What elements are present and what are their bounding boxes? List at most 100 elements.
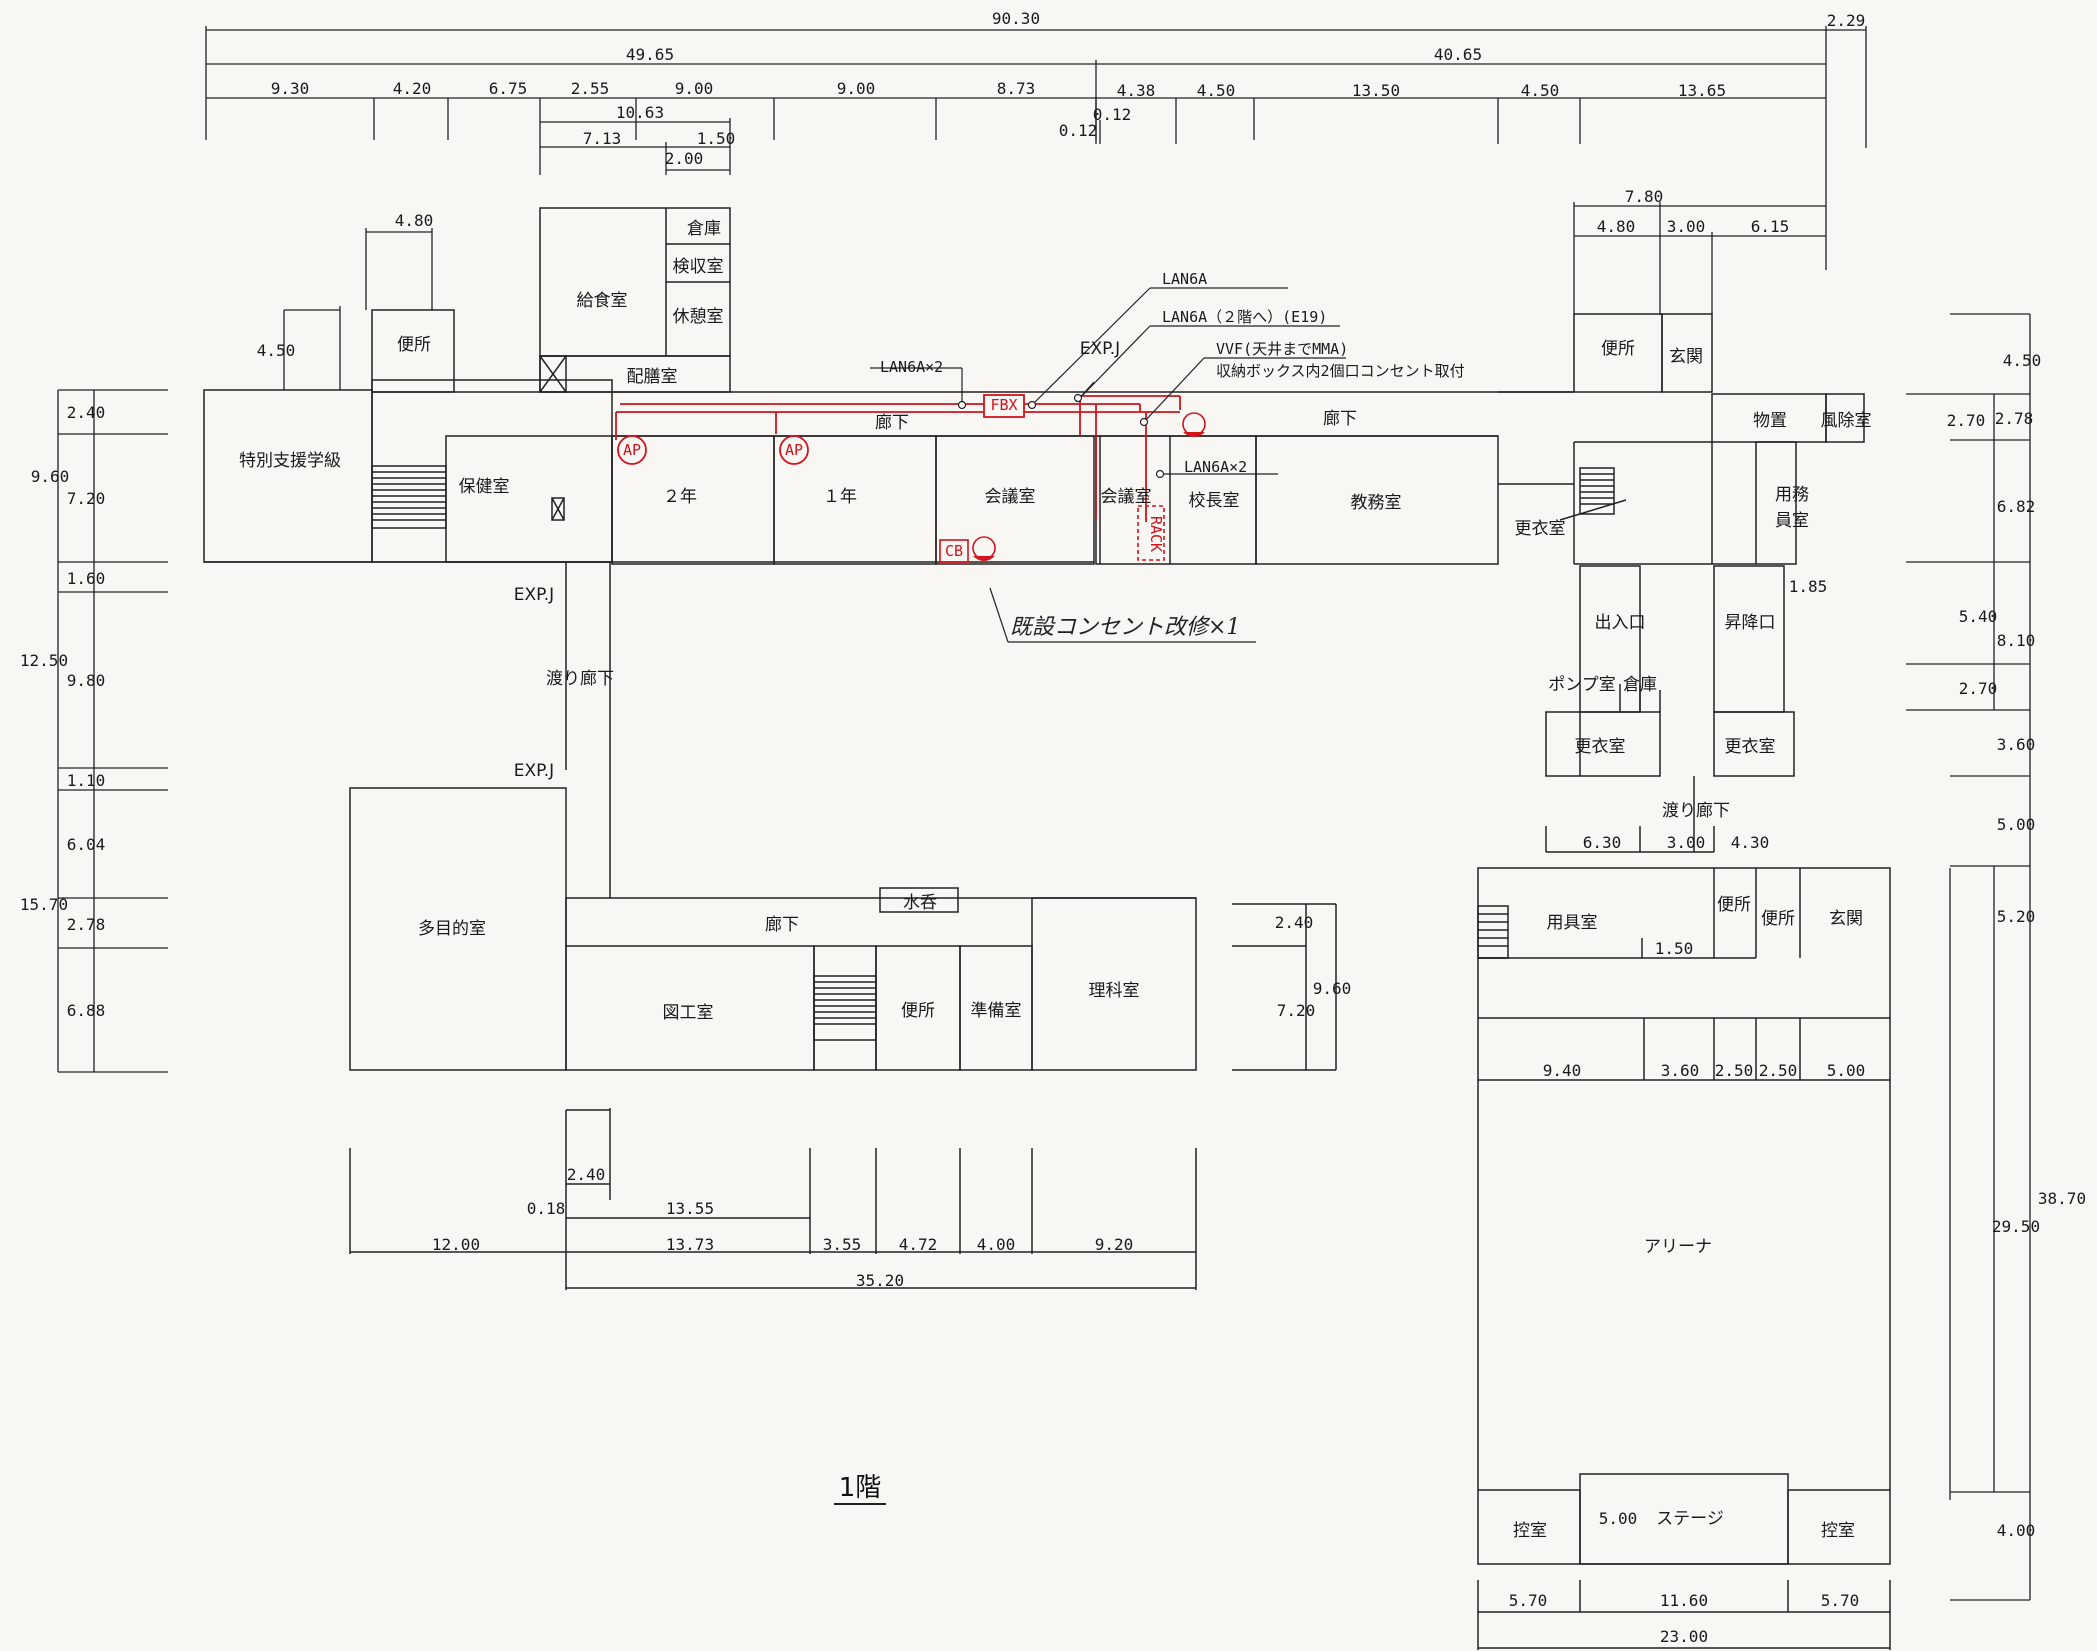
junction-dots <box>957 393 1165 479</box>
room-hoken: 保健室 <box>459 477 510 497</box>
svg-text:12.00: 12.00 <box>432 1235 480 1254</box>
note-lan6a-x2-right: LAN6A×2 <box>1184 458 1247 476</box>
svg-text:1.10: 1.10 <box>67 771 106 790</box>
svg-text:9.00: 9.00 <box>837 79 876 98</box>
room-kyushoku: 給食室 <box>577 291 628 311</box>
room-tokubetsu: 特別支援学級 <box>239 451 341 471</box>
network-wiring <box>615 395 1181 522</box>
svg-text:7.13: 7.13 <box>583 129 622 148</box>
svg-text:2.50: 2.50 <box>1715 1061 1754 1080</box>
svg-text:3.00: 3.00 <box>1667 217 1706 236</box>
svg-text:6.15: 6.15 <box>1751 217 1790 236</box>
room-kaigi1: 会議室 <box>985 487 1036 507</box>
svg-text:35.20: 35.20 <box>856 1271 904 1290</box>
svg-text:AP: AP <box>785 441 803 459</box>
svg-text:9.60: 9.60 <box>31 467 70 486</box>
outlet-symbol-icon <box>972 536 996 561</box>
svg-text:9.30: 9.30 <box>271 79 310 98</box>
room-benjo4: 便所 <box>1717 895 1751 915</box>
svg-text:5.00: 5.00 <box>1997 815 2036 834</box>
room-kyukei: 休憩室 <box>673 307 724 327</box>
svg-text:5.70: 5.70 <box>1821 1591 1860 1610</box>
svg-text:4.00: 4.00 <box>977 1235 1016 1254</box>
svg-text:2.00: 2.00 <box>665 149 704 168</box>
room-watari1: 渡り廊下 <box>546 669 614 689</box>
room-tamokuteki: 多目的室 <box>418 919 486 939</box>
room-koui3: 更衣室 <box>1725 737 1776 757</box>
svg-text:5.40: 5.40 <box>1959 607 1998 626</box>
svg-text:9.80: 9.80 <box>67 671 106 690</box>
room-roka3: 廊下 <box>765 915 799 935</box>
svg-text:9.00: 9.00 <box>675 79 714 98</box>
top-dimension-lines <box>205 26 1867 390</box>
svg-text:FBX: FBX <box>990 396 1017 414</box>
svg-text:5.70: 5.70 <box>1509 1591 1548 1610</box>
svg-text:23.00: 23.00 <box>1660 1627 1708 1646</box>
stairs-south <box>813 975 877 1041</box>
note-outlet: 収納ボックス内2個口コンセント取付 <box>1216 362 1465 380</box>
top-dimension-labels: 90.30 2.29 49.65 40.65 9.30 4.20 6.75 2.… <box>257 9 1866 360</box>
room-nen2: ２年 <box>663 487 697 507</box>
room-pump: ポンプ室 <box>1548 675 1616 695</box>
svg-text:2.40: 2.40 <box>67 403 106 422</box>
room-labels: 給食室 倉庫 検収室 休憩室 配膳室 便所 特別支援学級 保健室 ２年 １年 会… <box>239 219 1872 1541</box>
svg-text:90.30: 90.30 <box>992 9 1040 28</box>
room-hikae1: 控室 <box>1513 1521 1547 1541</box>
svg-text:6.75: 6.75 <box>489 79 528 98</box>
svg-text:4.00: 4.00 <box>1997 1521 2036 1540</box>
room-arena: アリーナ <box>1644 1237 1712 1257</box>
label-expj2: EXP.J <box>514 761 554 781</box>
note-lan6a: LAN6A <box>1162 270 1207 288</box>
ap-right-icon: AP <box>779 435 809 465</box>
room-genkan1: 玄関 <box>1669 347 1703 367</box>
svg-text:2.70: 2.70 <box>1947 411 1986 430</box>
building-walls <box>203 207 1891 1650</box>
svg-text:8.10: 8.10 <box>1997 631 2036 650</box>
cb-box-icon: CB <box>939 539 969 563</box>
svg-text:4.50: 4.50 <box>2003 351 2042 370</box>
room-benjo2: 便所 <box>1601 339 1635 359</box>
room-deiri: 出入口 <box>1595 613 1646 633</box>
svg-text:2.70: 2.70 <box>1959 679 1998 698</box>
svg-text:1.50: 1.50 <box>697 129 736 148</box>
leader-lines <box>870 287 1346 643</box>
svg-text:0.12: 0.12 <box>1093 105 1132 124</box>
room-kyomu: 教務室 <box>1351 493 1402 513</box>
svg-text:13.65: 13.65 <box>1678 81 1726 100</box>
room-yomu: 用務 <box>1775 485 1809 505</box>
svg-text:4.20: 4.20 <box>393 79 432 98</box>
room-hikae2: 控室 <box>1821 1521 1855 1541</box>
svg-text:2.40: 2.40 <box>567 1165 606 1184</box>
svg-text:4.30: 4.30 <box>1731 833 1770 852</box>
svg-text:8.73: 8.73 <box>997 79 1036 98</box>
svg-text:AP: AP <box>623 441 641 459</box>
svg-text:9.60: 9.60 <box>1313 979 1352 998</box>
room-stage: ステージ <box>1656 1509 1724 1529</box>
room-koui2: 更衣室 <box>1575 737 1626 757</box>
svg-text:12.50: 12.50 <box>20 651 68 670</box>
room-souko1: 倉庫 <box>687 219 721 239</box>
svg-text:7.20: 7.20 <box>1277 1001 1316 1020</box>
svg-text:13.73: 13.73 <box>666 1235 714 1254</box>
svg-text:RACK: RACK <box>1147 516 1165 552</box>
svg-text:40.65: 40.65 <box>1434 45 1482 64</box>
floor-title: 1階 <box>834 1473 886 1505</box>
svg-text:3.55: 3.55 <box>823 1235 862 1254</box>
room-haizen: 配膳室 <box>627 367 678 387</box>
room-watari2: 渡り廊下 <box>1662 801 1730 821</box>
svg-text:1.50: 1.50 <box>1655 939 1694 958</box>
room-roka1: 廊下 <box>875 413 909 433</box>
svg-text:6.82: 6.82 <box>1997 497 2036 516</box>
svg-text:49.65: 49.65 <box>626 45 674 64</box>
left-dimension-labels: 2.40 9.60 7.20 1.60 12.50 9.80 1.10 6.04… <box>20 403 105 1020</box>
left-dimension-lines <box>57 389 168 1073</box>
svg-text:4.80: 4.80 <box>1597 217 1636 236</box>
room-kocho: 校長室 <box>1189 491 1240 511</box>
room-junbi: 準備室 <box>971 1001 1022 1021</box>
room-koui1: 更衣室 <box>1515 519 1566 539</box>
label-expj1: EXP.J <box>514 585 554 605</box>
room-souko2: 倉庫 <box>1623 675 1657 695</box>
svg-text:0.12: 0.12 <box>1059 121 1098 140</box>
svg-text:15.70: 15.70 <box>20 895 68 914</box>
outlet-symbol-2-icon <box>1182 412 1206 437</box>
